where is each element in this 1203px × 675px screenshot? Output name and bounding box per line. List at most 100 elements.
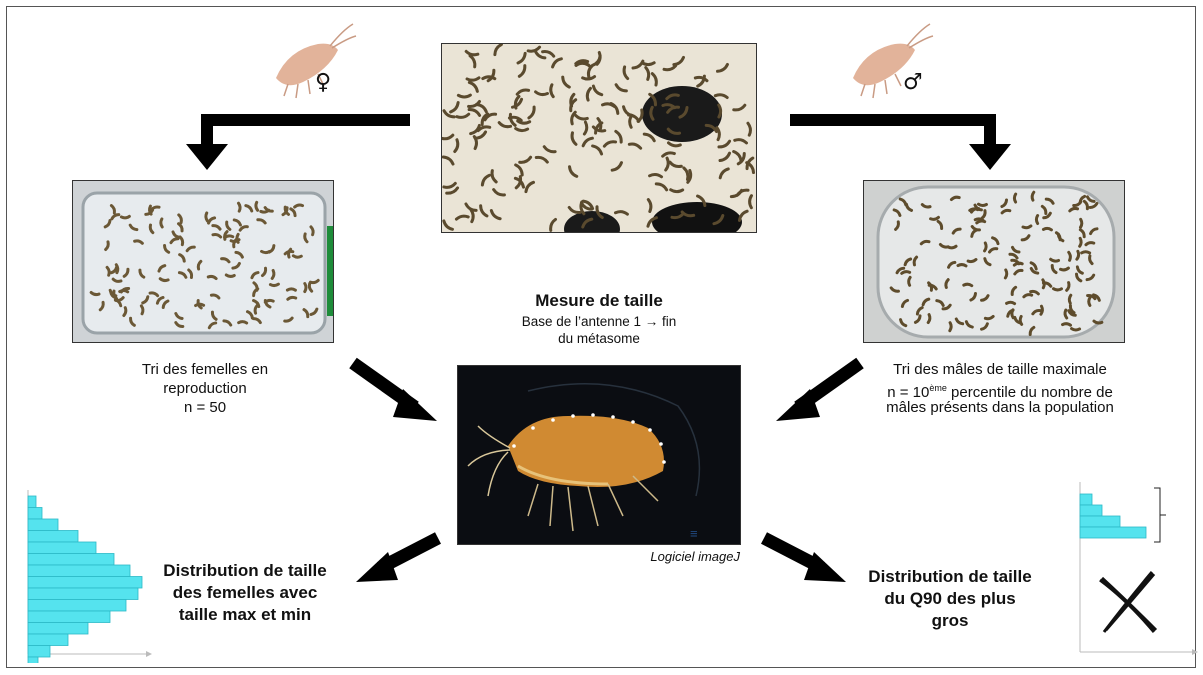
amphipod-speck <box>572 133 576 144</box>
arrow-to-male-distribution <box>758 530 853 590</box>
amphipod-speck <box>604 142 615 146</box>
female-symbol: ♀ <box>315 70 331 95</box>
amphipod-speck <box>563 77 570 87</box>
amphipod-speck <box>528 47 539 51</box>
histogram-bar <box>28 531 78 543</box>
amphipod-speck <box>451 103 459 112</box>
male-dist-line1: Distribution de taille <box>845 566 1055 588</box>
amphipod-speck <box>737 190 748 195</box>
amphipod-speck <box>572 112 576 124</box>
amphipod-speck <box>474 137 476 149</box>
histogram-bar <box>28 588 138 600</box>
histogram-bar <box>28 508 42 520</box>
amphipod-speck <box>475 132 485 138</box>
amphipod-speck <box>494 190 505 195</box>
amphipod-speck <box>570 167 577 177</box>
amphipod-speck <box>256 202 258 210</box>
amphipod-speck <box>520 157 531 162</box>
histogram-bar <box>28 634 68 646</box>
specimen-photo: ≡ <box>457 365 741 545</box>
amphipod-speck <box>444 183 455 187</box>
amphipod-speck <box>588 66 592 78</box>
measure-line2: du métasome <box>470 330 728 347</box>
amphipod-speck <box>196 304 204 305</box>
amphipod-speck <box>1043 280 1044 288</box>
population-swarm <box>442 44 757 233</box>
amphipod-speck <box>456 216 468 219</box>
amphipod-speck <box>471 125 480 133</box>
amphipod-speck <box>718 64 728 71</box>
histogram-bar <box>28 600 126 612</box>
amphipod-speck <box>526 182 534 191</box>
amphipod-speck <box>616 85 626 91</box>
amphipod-speck <box>734 105 745 110</box>
amphipod-speck <box>543 52 554 57</box>
histogram-bar <box>28 565 130 577</box>
amphipod-speck <box>603 104 615 107</box>
amphipod-speck <box>239 322 247 323</box>
male-dish-photo <box>863 180 1125 343</box>
female-dist-line1: Distribution de taille <box>140 560 350 582</box>
amphipod-speck <box>536 157 547 162</box>
amphipod-speck <box>491 211 500 219</box>
amphipod-speck <box>518 53 525 63</box>
amphipod-speck <box>1053 289 1061 290</box>
amphipod-speck <box>120 290 128 291</box>
amphipod-speck <box>1014 194 1015 202</box>
histogram-bar <box>28 577 142 589</box>
amphipod-speck <box>1080 238 1081 246</box>
amphipod-speck <box>551 85 554 97</box>
amphipod-speck <box>1080 219 1081 227</box>
amphipod-speck <box>272 270 274 278</box>
histogram-bar <box>1080 494 1092 505</box>
amphipod-speck <box>1007 302 1015 303</box>
amphipod-speck <box>495 45 502 55</box>
male-sort-line1: Tri des mâles de taille maximale <box>840 360 1160 379</box>
amphipod-speck <box>666 158 669 170</box>
amphipod-speck <box>587 88 590 100</box>
male-sort-line3: mâles présents dans la population <box>840 398 1160 417</box>
amphipod-speck <box>720 169 728 178</box>
histogram-bar <box>28 623 88 635</box>
amphipod-speck <box>1089 297 1090 305</box>
amphipod-speck <box>644 134 654 141</box>
histogram-bar <box>28 657 38 663</box>
arrow-female-to-measure <box>345 355 445 430</box>
amphipod-speck <box>529 107 534 118</box>
male-q90-histogram <box>1072 480 1200 660</box>
amphipod-speck <box>471 210 473 222</box>
amphipod-speck <box>481 206 487 216</box>
amphipod-speck <box>985 243 987 251</box>
amphipod-speck <box>656 184 666 190</box>
amphipod-speck <box>1069 295 1070 303</box>
amphipod-speck <box>616 212 628 215</box>
amphipod-speck <box>684 168 688 179</box>
amphipod-speck <box>964 284 972 285</box>
amphipod-speck <box>583 138 592 146</box>
amphipod-speck <box>902 272 910 274</box>
amphipod-speck <box>735 140 747 143</box>
amphipod-speck <box>669 143 681 146</box>
amphipod-speck <box>650 174 662 176</box>
amphipod-speck <box>492 171 496 182</box>
amphipod-speck <box>719 141 730 147</box>
histogram-bar <box>28 496 36 508</box>
amphipod-speck <box>516 129 528 131</box>
amphipod-speck <box>161 219 162 227</box>
female-tray-photo <box>72 180 334 343</box>
amphipod-speck <box>305 284 306 292</box>
amphipod-speck <box>928 315 930 323</box>
female-size-histogram <box>18 488 158 663</box>
amphipod-speck <box>1043 228 1051 229</box>
amphipod-speck <box>593 86 601 95</box>
female-tray <box>73 181 334 343</box>
female-dist-line2: des femelles avec <box>140 582 350 604</box>
amphipod-speck <box>950 323 951 331</box>
amphipod-speck <box>121 216 129 218</box>
histogram-bar <box>28 519 58 531</box>
amphipod-speck <box>1051 259 1059 261</box>
amphipod-speck <box>1023 226 1031 228</box>
amphipod-speck <box>466 51 478 54</box>
amphipod-speck <box>717 128 719 140</box>
female-amphipod-icon <box>268 20 358 100</box>
